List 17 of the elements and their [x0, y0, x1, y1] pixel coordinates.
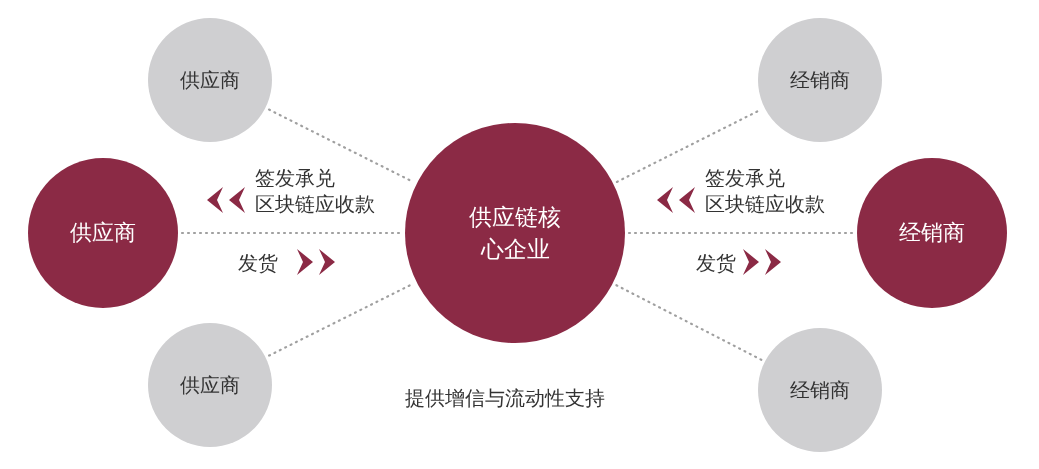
annotation-text: 签发承兑 — [255, 166, 335, 190]
annotation-text: 提供增信与流动性支持 — [405, 386, 605, 410]
annotation-text: 发货 — [696, 251, 736, 275]
node-label: 供应商 — [70, 218, 136, 247]
node-label: 供应商 — [180, 67, 240, 94]
node-label: 供应商 — [180, 372, 240, 399]
annotation-text: 区块链应收款 — [255, 192, 375, 216]
dotted-connector — [180, 231, 403, 235]
node-label: 经销商 — [790, 67, 850, 94]
annotation-text: 区块链应收款 — [705, 192, 825, 216]
dotted-connector — [627, 231, 855, 235]
annotation-text: 签发承兑 — [705, 166, 785, 190]
node-label: 经销商 — [899, 218, 965, 247]
node-label: 供应链核心企业 — [468, 202, 562, 264]
annotation-text: 发货 — [238, 251, 278, 275]
node-label: 经销商 — [790, 377, 850, 404]
dotted-connector — [615, 284, 763, 361]
